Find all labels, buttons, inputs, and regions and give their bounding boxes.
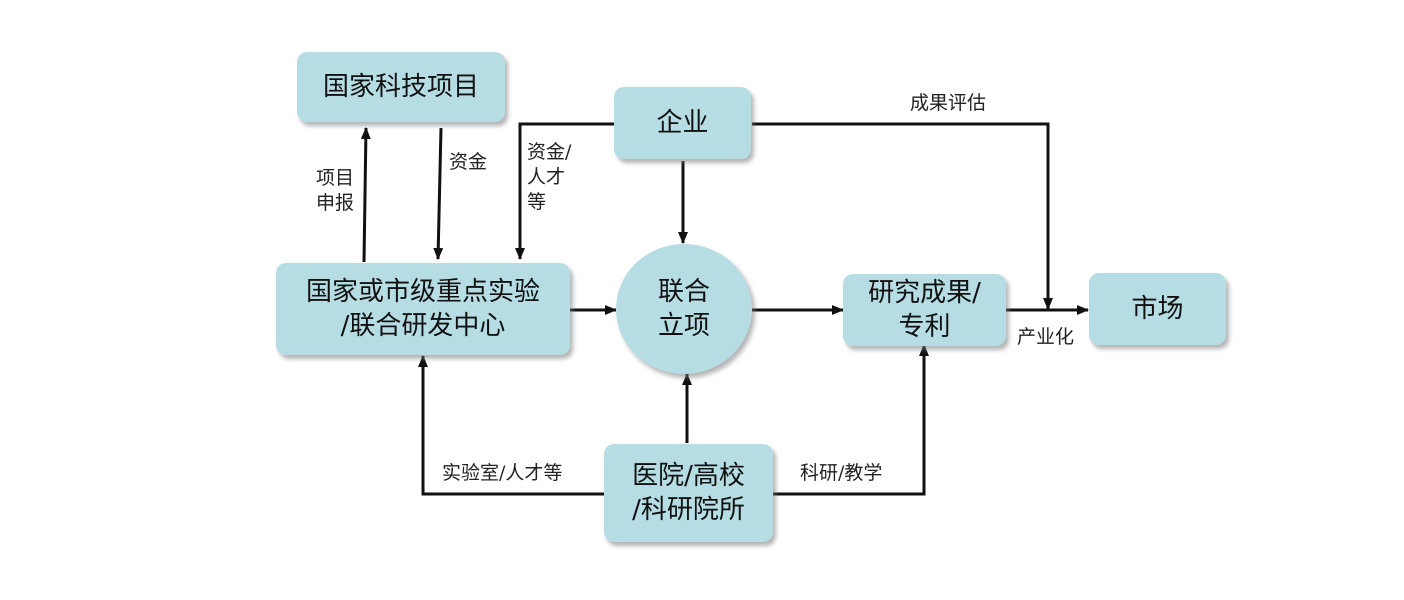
lab-center-node: 国家或市级重点实验 /联合研发中心 <box>276 263 570 355</box>
lab-talent-label: 实验室/人才等 <box>442 462 563 484</box>
result-evaluation-label: 成果评估 <box>910 92 987 114</box>
results-patent-node: 研究成果/ 专利 <box>843 274 1006 346</box>
lab-center-label-line2: /联合研发中心 <box>340 311 506 341</box>
arrow-enterprise-to-lab <box>515 122 614 260</box>
hospital-university-label-line1: 医院/高校 <box>632 461 745 491</box>
project-apply-label: 项目 申报 <box>316 166 354 216</box>
research-teaching-label: 科研/教学 <box>800 462 883 484</box>
lab-center-label-line1: 国家或市级重点实验 <box>305 277 540 307</box>
arrow-research-teaching <box>772 344 929 496</box>
arrow-result-evaluation <box>752 122 1053 310</box>
hospital-university-label-line2: /科研院所 <box>632 495 745 525</box>
funding-talent-label: 资金/ 人才 等 <box>527 140 571 215</box>
project-apply-label-line1: 项目 <box>316 167 355 189</box>
market-node: 市场 <box>1089 273 1226 345</box>
national-project-label: 国家科技项目 <box>322 72 479 102</box>
national-project-node: 国家科技项目 <box>297 52 505 122</box>
hospital-university-node: 医院/高校 /科研院所 <box>604 444 773 542</box>
arrow-project-apply <box>360 127 371 263</box>
arrow-funding <box>433 127 444 260</box>
arrow-lab-talent <box>418 355 605 496</box>
funding-talent-label-line1: 资金/ <box>527 141 572 163</box>
industrialization-label: 产业化 <box>1017 326 1075 348</box>
joint-project-label-line1: 联合 <box>657 277 710 307</box>
market-label: 市场 <box>1131 294 1184 324</box>
enterprise-label: 企业 <box>656 108 709 138</box>
results-patent-label-line2: 专利 <box>898 312 951 342</box>
results-patent-label-line1: 研究成果/ <box>868 278 981 308</box>
funding-talent-label-line2: 人才 <box>527 166 566 188</box>
joint-project-node: 联合 立项 <box>616 244 752 374</box>
funding-talent-label-line3: 等 <box>527 191 547 213</box>
joint-project-label-line2: 立项 <box>657 311 710 341</box>
funding-label: 资金 <box>449 151 488 173</box>
enterprise-node: 企业 <box>614 87 751 159</box>
project-apply-label-line2: 申报 <box>316 192 355 214</box>
